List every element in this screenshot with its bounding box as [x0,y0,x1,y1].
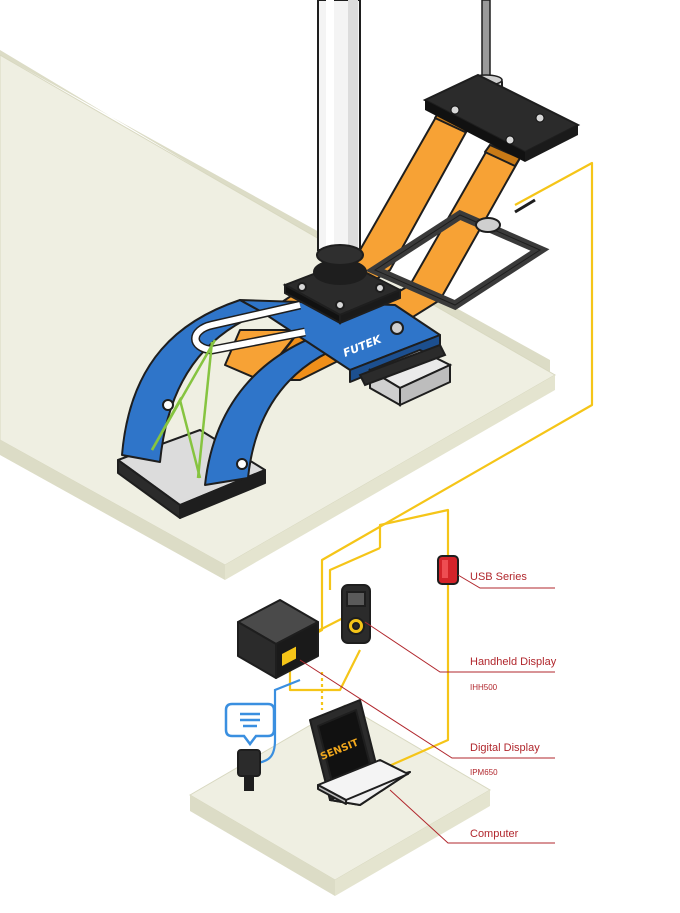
blue-fixture [117,299,441,519]
rod-flange [282,244,403,325]
callout-digital-model: IPM650 [470,768,498,777]
green-straps [150,339,217,479]
callout-usb-label: USB Series [470,571,527,583]
callout-digital-label: Digital Display [470,742,540,754]
usb-cable [379,585,450,772]
top-plate [422,73,581,162]
leader-computer [389,789,555,844]
callout-handheld-label: Handheld Display [470,656,557,668]
leader-digital [299,659,555,759]
digital-display-device [237,599,319,679]
callout-labels: USB Series Handheld Display IHH500 Digit… [470,571,557,840]
callout-handheld-model: IHH500 [470,683,498,692]
laptop-computer [309,699,411,806]
callout-computer-label: Computer [470,828,519,840]
leader-usb [457,574,555,589]
callout-leaders [299,574,555,844]
leader-handheld [364,621,555,673]
load-cell-block [358,343,453,407]
load-rod [317,0,361,251]
speech-bubble-icon [224,702,276,747]
handheld-display-device [341,584,371,644]
sensor-plug [237,678,301,791]
grey-frame [365,198,550,311]
bench-front-edge [0,440,225,580]
usb-series-device [437,555,459,585]
bench-side-edge [225,375,555,580]
